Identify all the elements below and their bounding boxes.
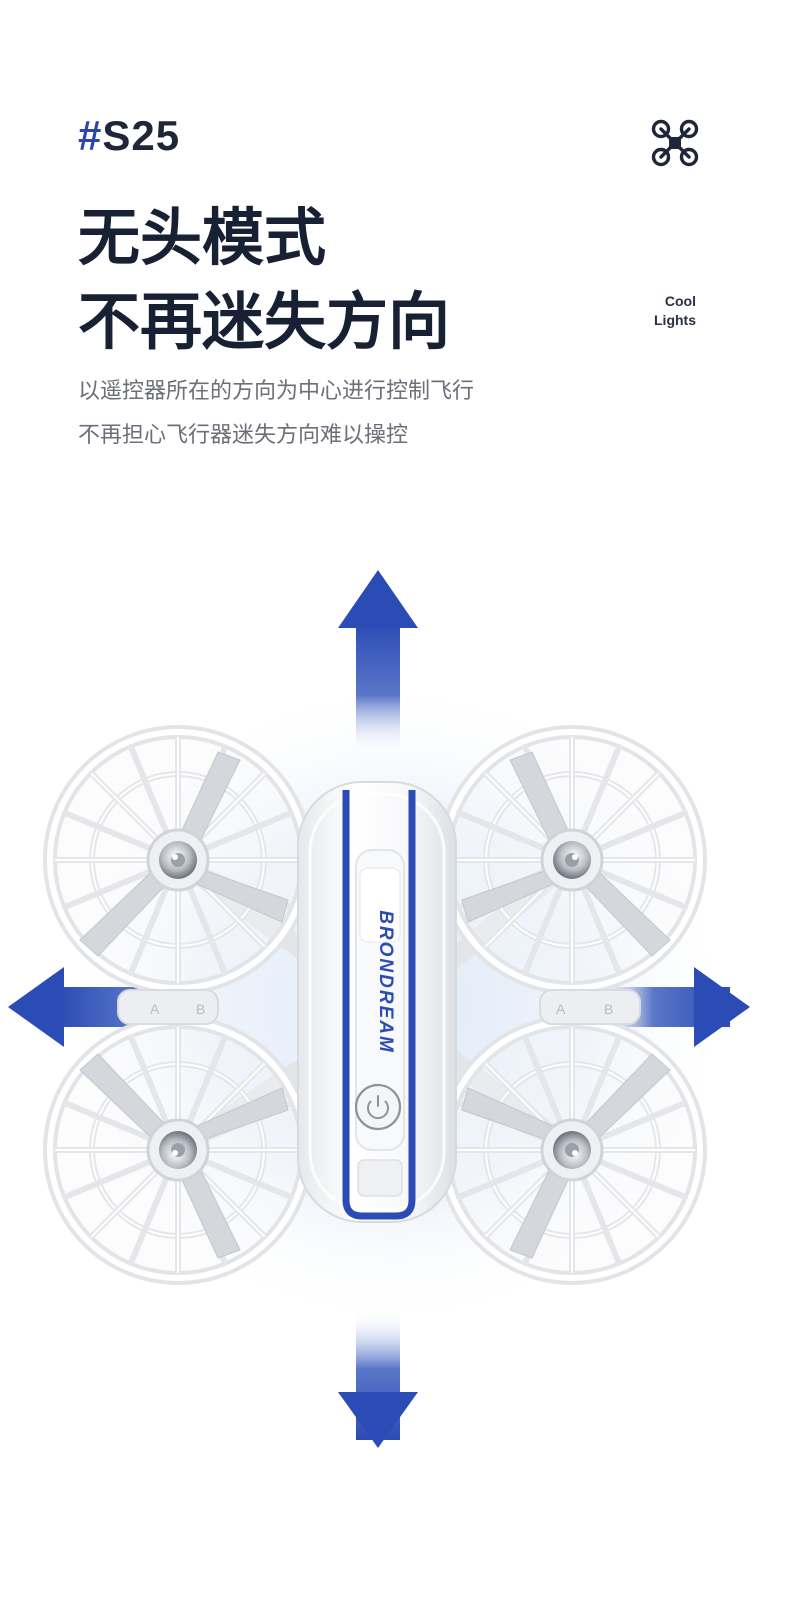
quadcopter-icon bbox=[651, 119, 699, 167]
arm-label-b-right: B bbox=[604, 1001, 613, 1017]
arm-connector-right: A B bbox=[539, 989, 641, 1025]
model-tag: #S25 bbox=[78, 112, 180, 160]
arrow-up bbox=[338, 570, 418, 754]
arm-label-a-left: A bbox=[150, 1001, 160, 1017]
description-line-2: 不再担心飞行器迷失方向难以操控 bbox=[78, 423, 409, 448]
headline-line-1: 无头模式 bbox=[78, 201, 327, 274]
description-line-1: 以遥控器所在的方向为中心进行控制飞行 bbox=[78, 379, 475, 404]
propeller-rear-left bbox=[50, 1022, 306, 1278]
propeller-front-left bbox=[50, 732, 306, 988]
description: 以遥控器所在的方向为中心进行控制飞行 不再担心飞行器迷失方向难以操控 bbox=[78, 370, 474, 458]
badge-line-1: Cool bbox=[664, 293, 696, 309]
drone-illustration: A B A B BRONDREAM bbox=[8, 570, 750, 1448]
headline: 无头模式 不再迷失方向 bbox=[78, 196, 450, 364]
arm-connector-left: A B bbox=[117, 989, 219, 1025]
propeller-front-right bbox=[444, 732, 700, 988]
model-name: S25 bbox=[102, 112, 181, 159]
headline-line-2: 不再迷失方向 bbox=[78, 285, 451, 358]
arrow-down bbox=[338, 1310, 418, 1448]
model-hash: # bbox=[78, 112, 103, 159]
drone-body: BRONDREAM bbox=[297, 781, 457, 1223]
propeller-rear-right bbox=[444, 1022, 700, 1278]
arm-label-b-left: B bbox=[196, 1001, 205, 1017]
cool-lights-badge: Cool Lights bbox=[654, 292, 696, 330]
power-button[interactable] bbox=[354, 1083, 402, 1131]
badge-line-2: Lights bbox=[654, 312, 696, 328]
brand-logo-text: BRONDREAM bbox=[375, 910, 396, 1054]
arm-label-a-right: A bbox=[556, 1001, 566, 1017]
